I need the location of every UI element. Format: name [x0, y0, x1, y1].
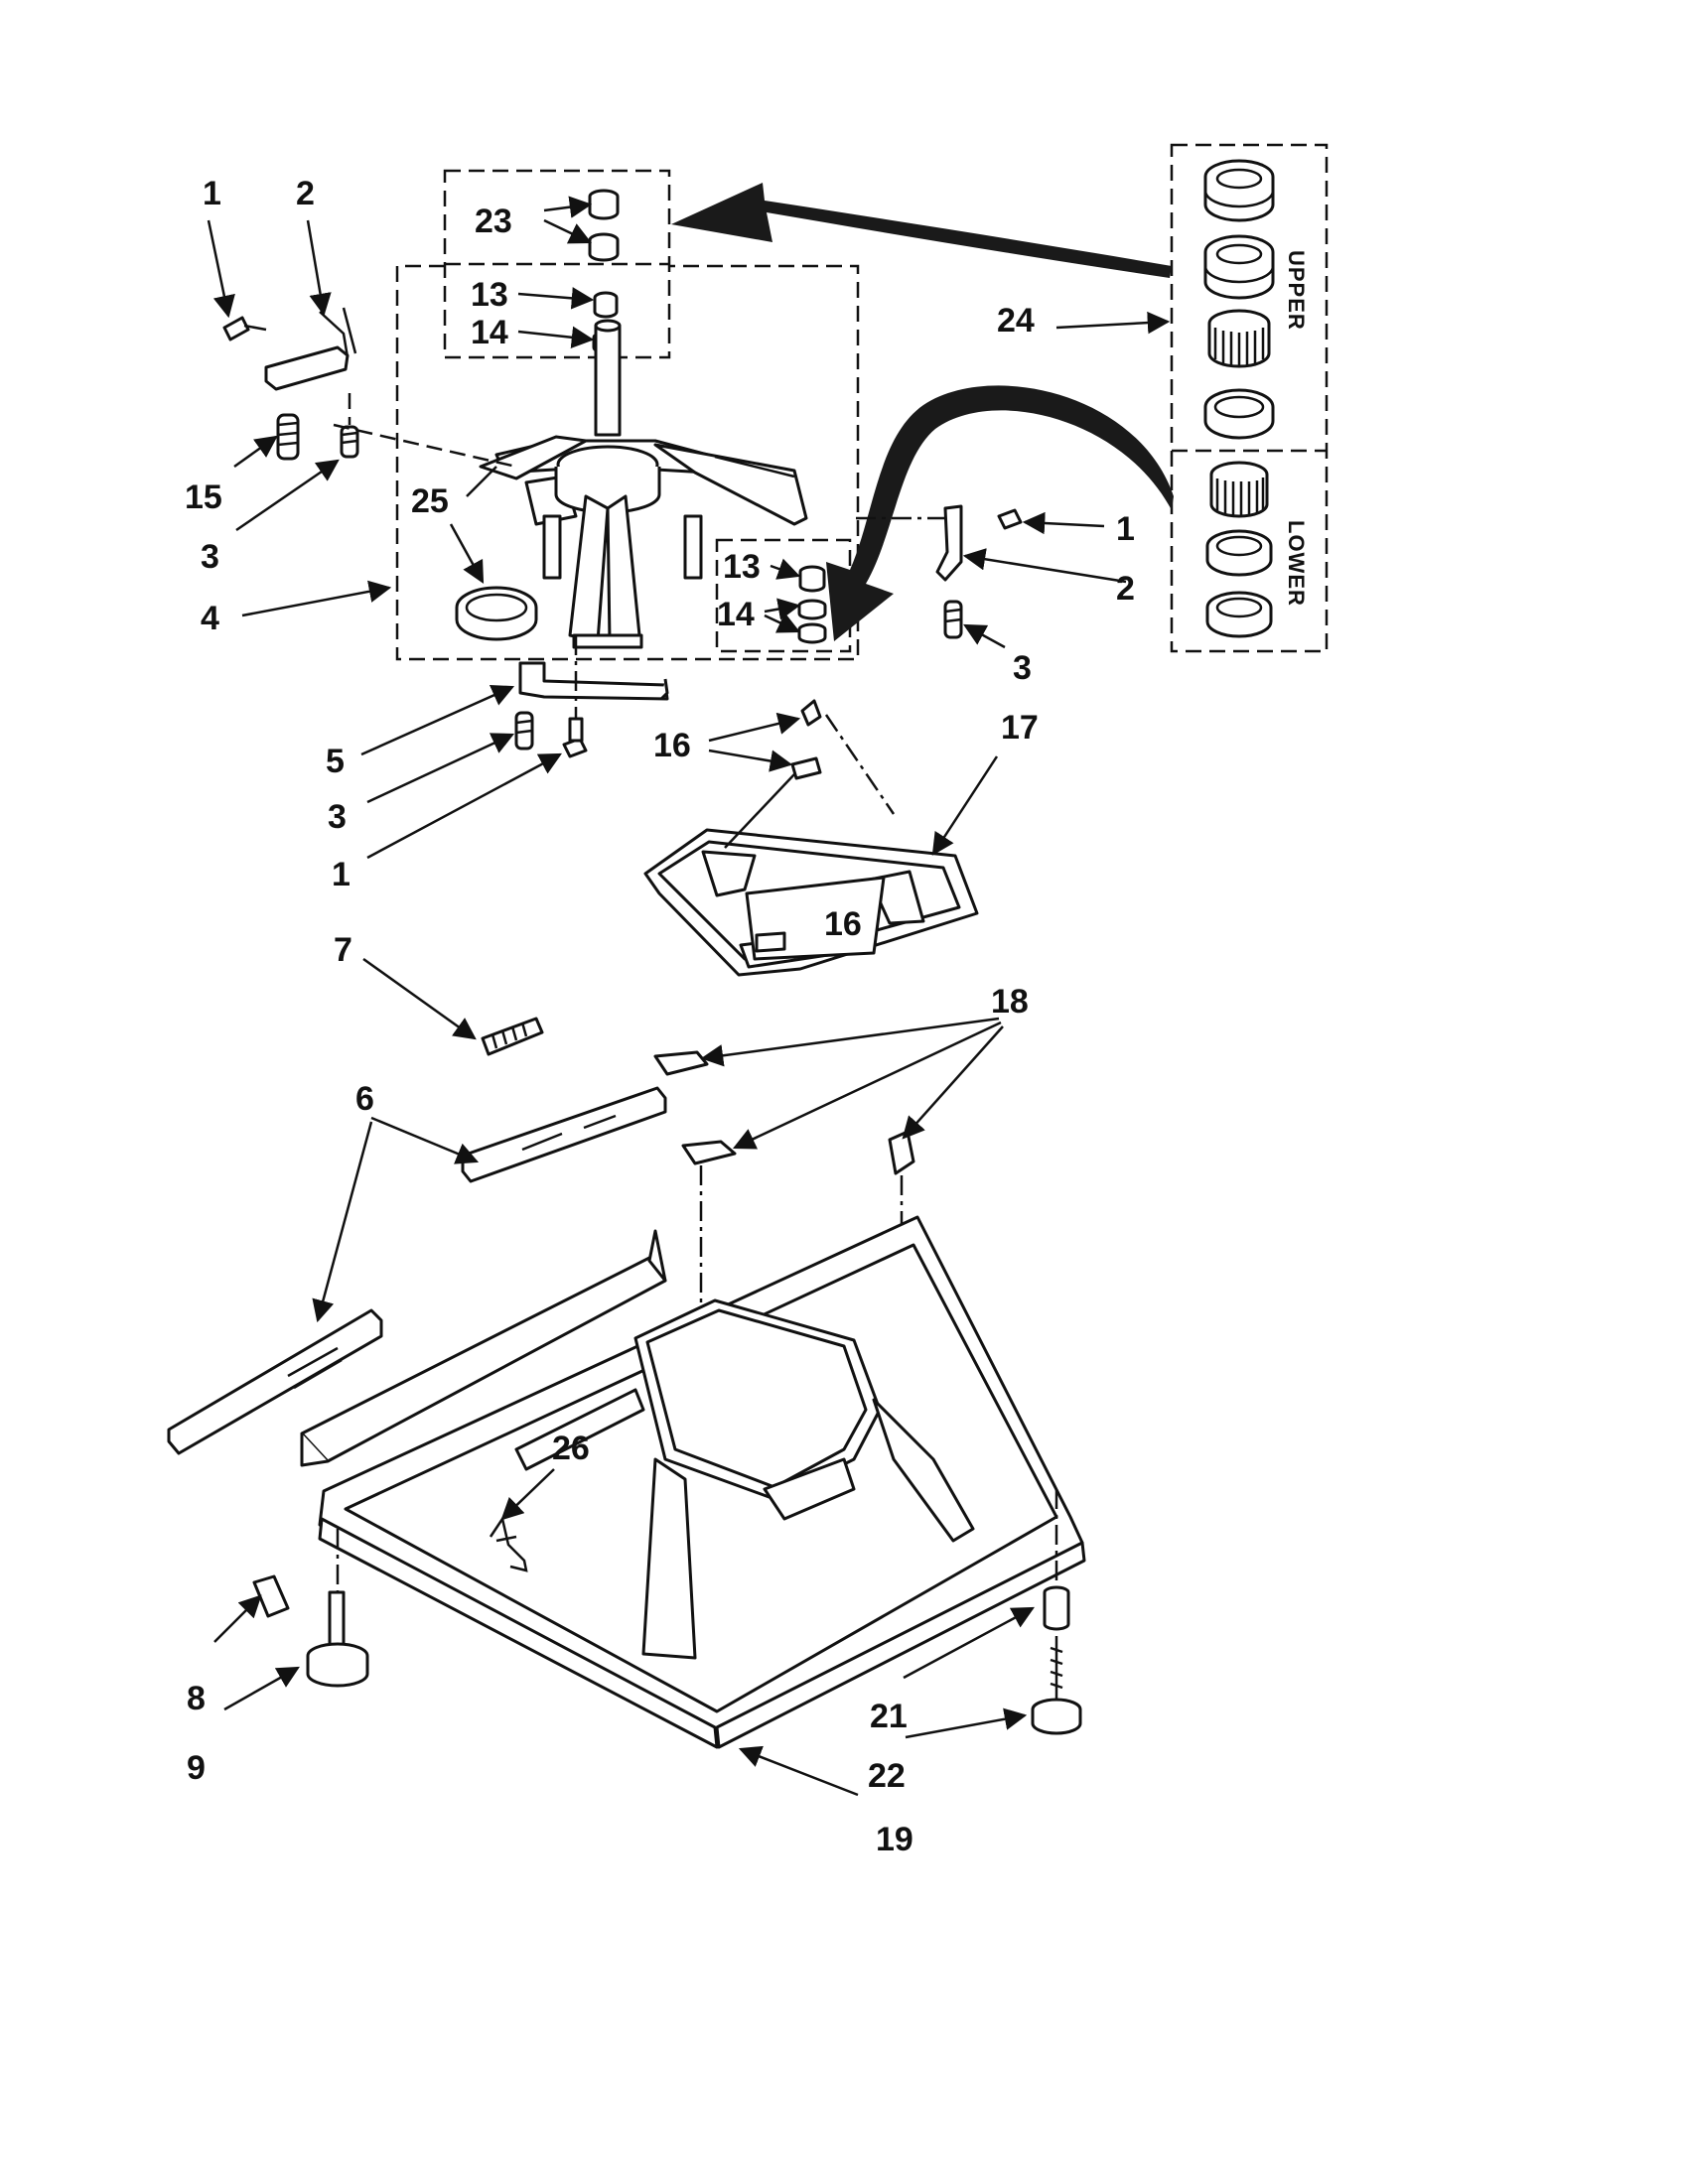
screw-icon — [997, 508, 1023, 530]
seal-kit-group-box — [443, 169, 671, 359]
callout-24: 24 — [997, 302, 1035, 340]
callout-22: 22 — [868, 1757, 906, 1795]
callout-8: 8 — [187, 1680, 206, 1717]
upper-bearing-kit — [1203, 159, 1275, 440]
callout-labels: 1 2 15 3 4 23 13 14 25 13 14 1 2 3 24 5 … — [185, 175, 1135, 1858]
callout-1: 1 — [1116, 510, 1135, 548]
callout-4: 4 — [201, 600, 219, 637]
callout-7: 7 — [334, 931, 352, 969]
callout-23: 23 — [475, 203, 512, 240]
callout-15: 15 — [185, 478, 222, 516]
washer-icon — [797, 622, 827, 644]
gearcase-assembly — [466, 319, 808, 649]
rail-lower — [167, 1308, 383, 1455]
hook-icon — [489, 1515, 528, 1572]
upper-kit-label: UPPER — [1284, 250, 1309, 331]
callout-19: 19 — [876, 1821, 913, 1858]
spring-icon — [514, 711, 534, 751]
pad-icon — [888, 1130, 915, 1175]
lower-kit-label: LOWER — [1284, 520, 1309, 607]
lower-kit-arrow — [826, 385, 1174, 641]
leveling-leg — [1031, 1636, 1082, 1735]
seal-icon — [588, 232, 620, 262]
pad-icon — [653, 1050, 709, 1076]
bushing-icon — [593, 291, 619, 319]
pad-icon — [790, 756, 822, 780]
lower-seal-stack — [797, 565, 827, 644]
seal-icon — [588, 189, 620, 220]
support-bracket — [518, 661, 669, 701]
base-frame — [300, 1215, 1086, 1749]
washer-ring-icon — [1203, 388, 1275, 440]
callout-13: 13 — [723, 548, 761, 586]
bracket-left — [264, 307, 357, 391]
pin-icon — [252, 1574, 290, 1618]
washer-ring-icon — [1205, 591, 1273, 638]
spring-icon — [481, 1017, 544, 1056]
pad-icon — [755, 931, 786, 953]
pad-icon — [800, 699, 822, 727]
callout-9: 9 — [187, 1749, 206, 1787]
leader-lines — [207, 196, 1171, 1797]
callout-18: 18 — [991, 983, 1029, 1021]
callout-5: 5 — [326, 743, 345, 780]
callout-1: 1 — [332, 856, 351, 893]
spring-icon — [340, 425, 359, 459]
callout-2: 2 — [296, 175, 315, 212]
callout-14: 14 — [471, 314, 508, 351]
upper-kit-arrow — [671, 183, 1172, 278]
lower-seal-group-box — [715, 538, 852, 653]
rail-upper — [461, 1086, 667, 1183]
callout-16: 16 — [653, 727, 691, 764]
seal-ring-icon — [1203, 234, 1275, 300]
splined-bearing-icon — [1209, 461, 1269, 518]
bracket-right — [935, 504, 963, 582]
screw-icon — [222, 316, 267, 341]
tub-support-plate — [643, 828, 979, 977]
callout-1: 1 — [203, 175, 221, 212]
callout-3: 3 — [201, 538, 219, 576]
callout-3: 3 — [328, 798, 347, 836]
callout-6: 6 — [355, 1080, 374, 1118]
callout-2: 2 — [1116, 570, 1135, 608]
callout-21: 21 — [870, 1698, 908, 1735]
callout-25: 25 — [411, 482, 449, 520]
gearcase-assembly-group-box — [395, 264, 860, 661]
seal-ring-icon — [1203, 159, 1275, 222]
washer-ring-icon — [1205, 529, 1273, 577]
screw-icon — [562, 717, 588, 758]
bearing-kit-box — [1170, 143, 1329, 653]
callout-26: 26 — [552, 1430, 590, 1467]
spring-icon — [943, 600, 963, 639]
callout-13: 13 — [471, 276, 508, 314]
lower-bearing-kit — [1205, 461, 1273, 638]
callout-17: 17 — [1001, 709, 1039, 747]
callout-14: 14 — [717, 596, 755, 633]
tub-seal-ring — [455, 586, 538, 641]
callout-16: 16 — [824, 905, 862, 943]
leveling-leg — [306, 1590, 369, 1688]
bushing-icon — [1043, 1585, 1070, 1631]
callout-3: 3 — [1013, 649, 1032, 687]
spring-icon — [276, 413, 300, 461]
bushing-icon — [798, 565, 826, 593]
washer-icon — [797, 599, 827, 620]
splined-bearing-icon — [1207, 309, 1271, 368]
pad-icon — [681, 1140, 737, 1165]
